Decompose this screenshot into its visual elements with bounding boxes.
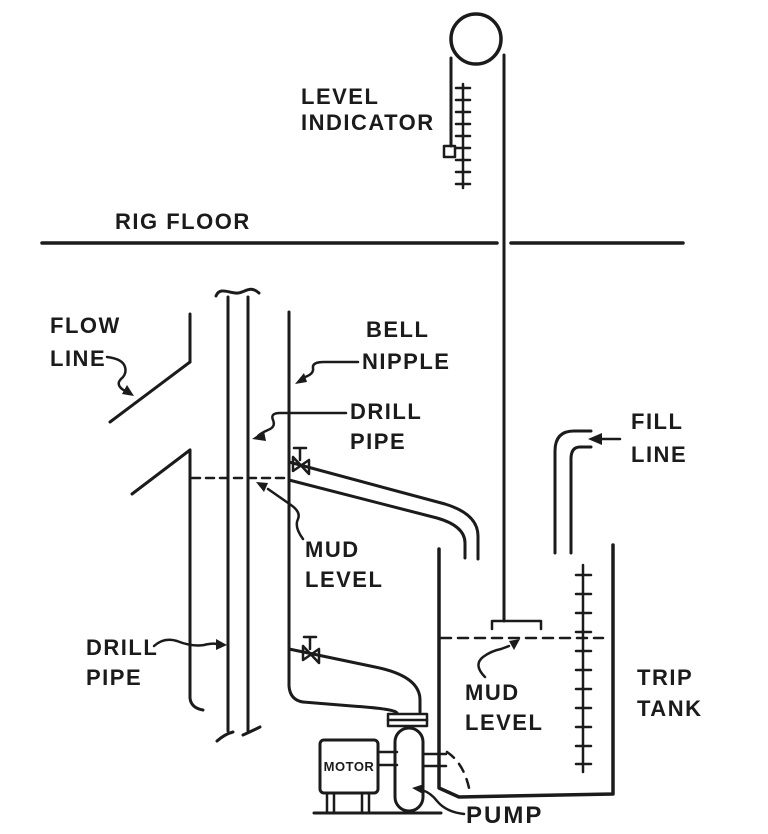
- mud-level-well-label-line2: LEVEL: [305, 567, 383, 592]
- discharge-flow-dashed: [445, 750, 472, 795]
- lower-valve-stem: [302, 635, 318, 651]
- flow-line-upper-wall: [108, 360, 192, 424]
- trip-tank-assembly: TRIP TANK: [437, 543, 702, 799]
- return-line-upper-wall: [287, 460, 480, 561]
- suction-line-lower-wall: [301, 700, 399, 715]
- bell-nipple-arrowhead: [295, 373, 307, 384]
- float-plate: [490, 619, 543, 631]
- pump-discharge-pipe: [421, 752, 448, 768]
- drill-pipe-lower-label-line2: PIPE: [86, 665, 142, 690]
- fill-line-inner-wall: [569, 445, 593, 555]
- fill-line-arrowhead: [588, 433, 602, 445]
- pump-motor-assembly: MOTOR: [312, 712, 472, 815]
- pulley-wheel: [449, 12, 503, 66]
- upper-valve-body: [291, 455, 311, 476]
- flow-line-lower-wall: [130, 448, 192, 496]
- mud-level-well-label-line1: MUD: [305, 537, 360, 562]
- upper-valve-stem: [292, 446, 308, 462]
- wellhead-assembly: [108, 287, 305, 743]
- motor-label: MOTOR: [324, 759, 375, 774]
- bell-nipple-callout: BELL NIPPLE: [295, 317, 450, 384]
- level-indicator-assembly: LEVEL INDICATOR: [301, 12, 506, 623]
- motor-shaft: [376, 750, 399, 767]
- drill-pipe-upper-arrowhead: [252, 431, 266, 441]
- mud-level-tank-leader: [477, 644, 511, 679]
- bell-nipple-right-wall-bottom-curve: [287, 648, 305, 704]
- pump-body: [393, 726, 425, 813]
- drill-pipe-lower-callout: DRILL PIPE: [86, 635, 227, 690]
- pump-suction-line: [287, 635, 422, 715]
- bell-nipple-label-line1: BELL: [366, 317, 429, 342]
- drill-pipe-upper-label-line2: PIPE: [350, 429, 406, 454]
- drill-pipe-upper-callout: DRILL PIPE: [252, 399, 422, 454]
- level-indicator-label-line1: LEVEL: [301, 84, 379, 109]
- drill-pipe-lower-arrowhead: [216, 639, 227, 650]
- fill-line-label-line2: LINE: [631, 442, 687, 467]
- suction-line-upper-wall: [287, 647, 422, 714]
- indicator-scale-ticks: [454, 86, 472, 186]
- mud-level-tank-label-line1: MUD: [465, 680, 520, 705]
- rig-floor: RIG FLOOR: [40, 209, 685, 245]
- drill-pipe-upper-label-line1: DRILL: [350, 399, 422, 424]
- drill-pipe-upper-leader: [256, 411, 348, 438]
- drill-pipe-top-joint: [214, 287, 261, 298]
- pump-arrowhead: [412, 784, 424, 794]
- flow-line-callout: FLOW LINE: [50, 313, 134, 396]
- mud-level-tank-arrowhead: [509, 639, 520, 650]
- mud-level-well-leader: [266, 487, 305, 541]
- flow-line-label-line2: LINE: [50, 346, 106, 371]
- bell-nipple-label-line2: NIPPLE: [362, 349, 450, 374]
- fill-line-label-line1: FILL: [631, 409, 683, 434]
- mud-level-well-arrowhead: [256, 482, 268, 492]
- fill-line-outer-wall: [553, 429, 593, 555]
- fill-line-assembly: FILL LINE: [553, 409, 687, 555]
- drill-pipe-lower-leader: [152, 638, 219, 648]
- mud-level-tank-callout: MUD LEVEL: [465, 639, 543, 735]
- bell-nipple-leader: [303, 360, 360, 379]
- motor-legs: [325, 791, 371, 814]
- drill-pipe-break-marks: [215, 725, 262, 743]
- pump-callout: PUMP: [412, 784, 543, 829]
- trip-tank-walls: [437, 543, 615, 799]
- return-line-lower-wall: [287, 478, 467, 560]
- motor-box: [318, 738, 380, 795]
- tank-scale-ticks: [574, 573, 593, 766]
- mud-level-well-callout: MUD LEVEL: [256, 482, 383, 592]
- trip-tank-label-line2: TANK: [637, 696, 702, 721]
- drill-pipe-lower-label-line1: DRILL: [86, 635, 158, 660]
- flow-line-label-line1: FLOW: [50, 313, 121, 338]
- pump-label: PUMP: [466, 802, 543, 829]
- lower-valve-body: [301, 644, 321, 665]
- pump-leader: [420, 788, 466, 816]
- trip-tank-return-line: [287, 446, 480, 561]
- flow-line-arrowhead: [122, 385, 134, 396]
- trip-tank-label-line1: TRIP: [637, 665, 693, 690]
- level-indicator-label-line2: INDICATOR: [301, 110, 435, 135]
- indicator-weight-box: [442, 144, 457, 159]
- rig-floor-label: RIG FLOOR: [115, 209, 251, 234]
- bell-nipple-left-wall-lower: [188, 448, 205, 712]
- mud-level-tank-label-line2: LEVEL: [465, 710, 543, 735]
